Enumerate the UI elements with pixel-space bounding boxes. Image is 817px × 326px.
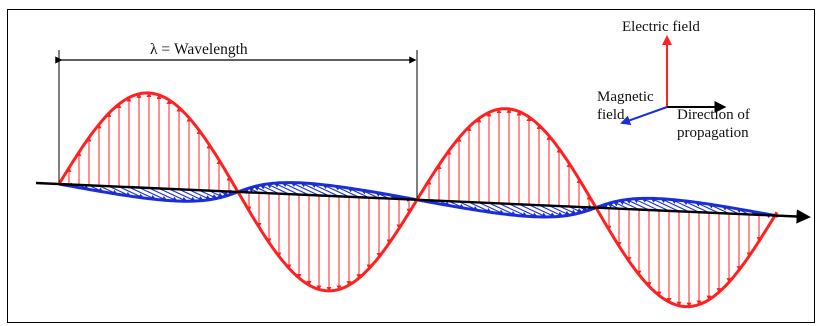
magnetic-field-vector — [310, 182, 340, 197]
magnetic-field-vector — [650, 197, 680, 212]
magnetic-field-vector — [625, 198, 650, 211]
electric-field-curve — [57, 91, 779, 309]
magnetic-field-vector — [632, 198, 660, 211]
magnetic-field-vector — [660, 198, 690, 213]
em-wave-diagram: λ = Wavelength Electric field Magnetic f… — [7, 9, 815, 323]
magnetic-field-vector — [300, 182, 330, 197]
wavelength-bracket — [55, 50, 418, 198]
magnetic-field-label: Magnetic field — [597, 88, 654, 124]
magnetic-field-vector — [128, 186, 157, 200]
magnetic-field-vector — [321, 184, 350, 198]
magnetic-field-vector — [281, 182, 310, 196]
magnetic-field-vector — [508, 203, 538, 218]
magnetic-field-vector — [266, 183, 290, 195]
magnetic-field-vector — [670, 198, 700, 213]
magnetic-field-vector — [138, 187, 168, 201]
magnetic-field-vector — [290, 181, 320, 196]
wavelength-label: λ = Wavelength — [150, 41, 248, 58]
magnetic-field-vector — [273, 182, 300, 196]
wave-canvas — [35, 35, 811, 309]
propagation-axis — [35, 181, 811, 224]
electric-field-wave — [57, 91, 779, 309]
magnetic-field-vector — [618, 200, 640, 211]
magnetic-field-vector — [178, 188, 205, 202]
magnetic-field-vector — [488, 202, 517, 216]
direction-label-line-1: Direction of — [677, 107, 750, 123]
magnetic-field-vector — [168, 188, 197, 202]
magnetic-field-vector — [198, 189, 218, 200]
magnetic-field-vector — [259, 184, 280, 195]
magnetic-field-vector — [528, 204, 556, 218]
direction-of-propagation-label: Direction of propagation — [677, 106, 750, 142]
electric-field-label: Electric field — [622, 19, 700, 35]
magnetic-field-label-line-1: Magnetic — [597, 89, 654, 105]
axes-legend — [620, 35, 727, 126]
magnetic-field-vector — [548, 205, 571, 216]
magnetic-field-vector — [518, 203, 548, 218]
magnetic-field-vector — [498, 202, 528, 217]
magnetic-field-vector — [538, 204, 564, 217]
magnetic-field-vector — [188, 189, 212, 201]
direction-label-line-2: propagation — [677, 125, 749, 141]
magnetic-field-vector — [148, 187, 178, 202]
magnetic-field-vector — [158, 187, 188, 202]
magnetic-field-label-line-2: field — [597, 107, 625, 123]
magnetic-field-vector — [641, 197, 670, 212]
magnetic-field-arrow-icon — [620, 106, 668, 126]
